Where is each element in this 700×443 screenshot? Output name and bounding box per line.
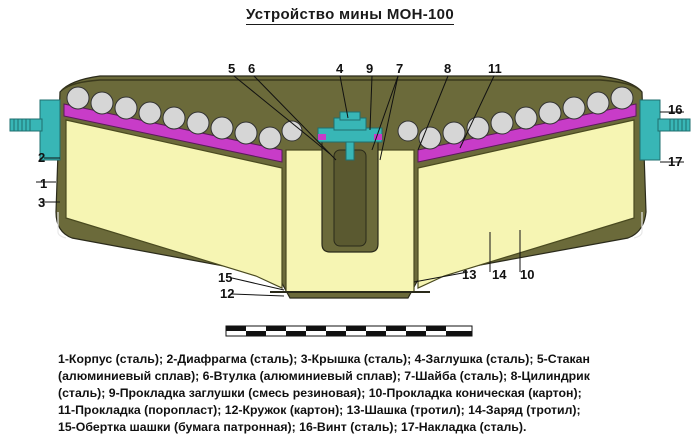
legend: 1-Корпус (сталь); 2-Диафрагма (сталь); 3… [58, 351, 698, 436]
left-screw-icon [9, 118, 43, 132]
label-11: 11 [488, 61, 502, 76]
legend-line: 11-Прокладка (поропласт); 12-Кружок (кар… [58, 403, 581, 417]
leader-lines [36, 75, 684, 297]
right-screw-icon [657, 118, 691, 132]
mine-cross-section-diagram: 5 6 4 9 7 8 11 2 1 3 16 17 13 14 10 15 1… [9, 61, 691, 337]
legend-line: 15-Обертка шашки (бумага патронная); 16-… [58, 420, 527, 434]
label-17: 17 [668, 154, 682, 169]
label-9: 9 [366, 61, 373, 76]
label-5: 5 [228, 61, 235, 76]
label-13: 13 [462, 267, 476, 282]
legend-line: 1-Корпус (сталь); 2-Диафрагма (сталь); 3… [58, 352, 590, 366]
label-2: 2 [38, 150, 45, 165]
title-text: Устройство мины МОН-100 [246, 6, 454, 25]
label-10: 10 [520, 267, 534, 282]
label-12: 12 [220, 286, 234, 301]
right-flange [639, 99, 661, 161]
label-8: 8 [444, 61, 451, 76]
label-7: 7 [396, 61, 403, 76]
legend-line: (сталь); 9-Прокладка заглушки (смесь рез… [58, 386, 582, 400]
label-1: 1 [40, 176, 47, 191]
main-charge-right [417, 119, 635, 289]
fragments-left [66, 86, 303, 150]
label-3: 3 [38, 195, 45, 210]
diaphragm-layer [63, 103, 283, 163]
diagram-title: Устройство мины МОН-100 [0, 6, 700, 25]
label-6: 6 [248, 61, 255, 76]
legend-line: (алюминиевый сплав); 6-Втулка (алюминиев… [58, 369, 590, 383]
main-charge [65, 119, 283, 289]
label-14: 14 [492, 267, 507, 282]
scale-bar [225, 325, 473, 337]
label-15: 15 [218, 270, 232, 285]
label-4: 4 [336, 61, 344, 76]
label-16: 16 [668, 102, 682, 117]
